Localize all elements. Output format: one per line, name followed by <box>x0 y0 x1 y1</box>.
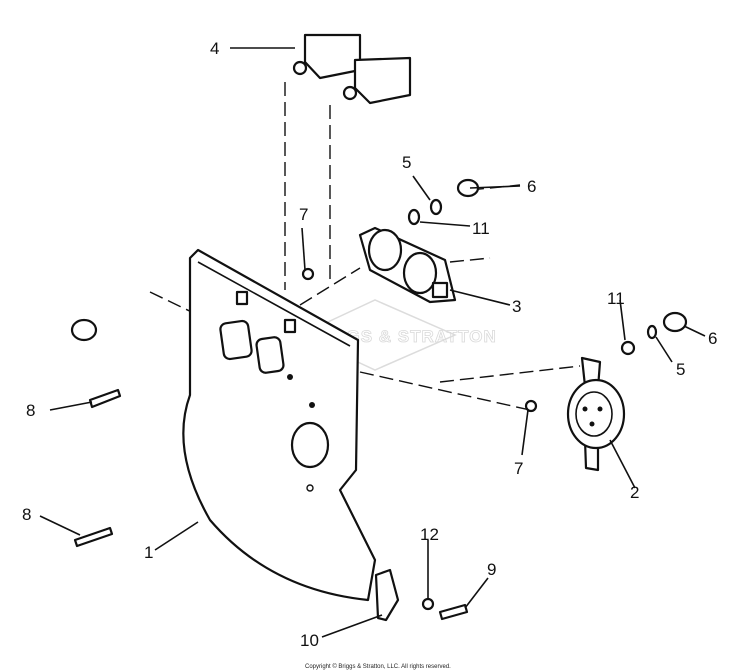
callout-1: 1 <box>144 543 153 562</box>
callout-5-top: 5 <box>402 153 411 172</box>
hardware-parts <box>70 178 688 622</box>
callout-labels: 4 5 6 11 7 3 11 6 5 7 2 8 8 1 12 9 10 <box>22 39 717 650</box>
callout-7-top: 7 <box>299 205 308 224</box>
callout-10: 10 <box>300 631 319 650</box>
callout-5-right: 5 <box>676 360 685 379</box>
callout-12: 12 <box>420 525 439 544</box>
callout-8-upper: 8 <box>26 401 35 420</box>
callout-3: 3 <box>512 297 521 316</box>
mounting-panel-part-1 <box>182 248 377 602</box>
callout-11-top: 11 <box>472 219 490 238</box>
callout-6-right: 6 <box>708 329 717 348</box>
copyright-notice: Copyright © Briggs & Stratton, LLC. All … <box>305 663 451 670</box>
callout-11-right: 11 <box>607 289 625 308</box>
receptacle-part-3 <box>358 226 457 304</box>
callout-6-top: 6 <box>527 177 536 196</box>
leader-lines <box>39 47 706 638</box>
callout-7-bottom: 7 <box>514 459 523 478</box>
round-receptacle-part-2 <box>566 356 626 472</box>
callout-2: 2 <box>630 483 639 502</box>
callout-8-lower: 8 <box>22 505 31 524</box>
cover-part-4-a <box>292 33 362 80</box>
callout-4: 4 <box>210 39 219 58</box>
cover-part-4-b <box>342 56 412 105</box>
callout-9: 9 <box>487 560 496 579</box>
